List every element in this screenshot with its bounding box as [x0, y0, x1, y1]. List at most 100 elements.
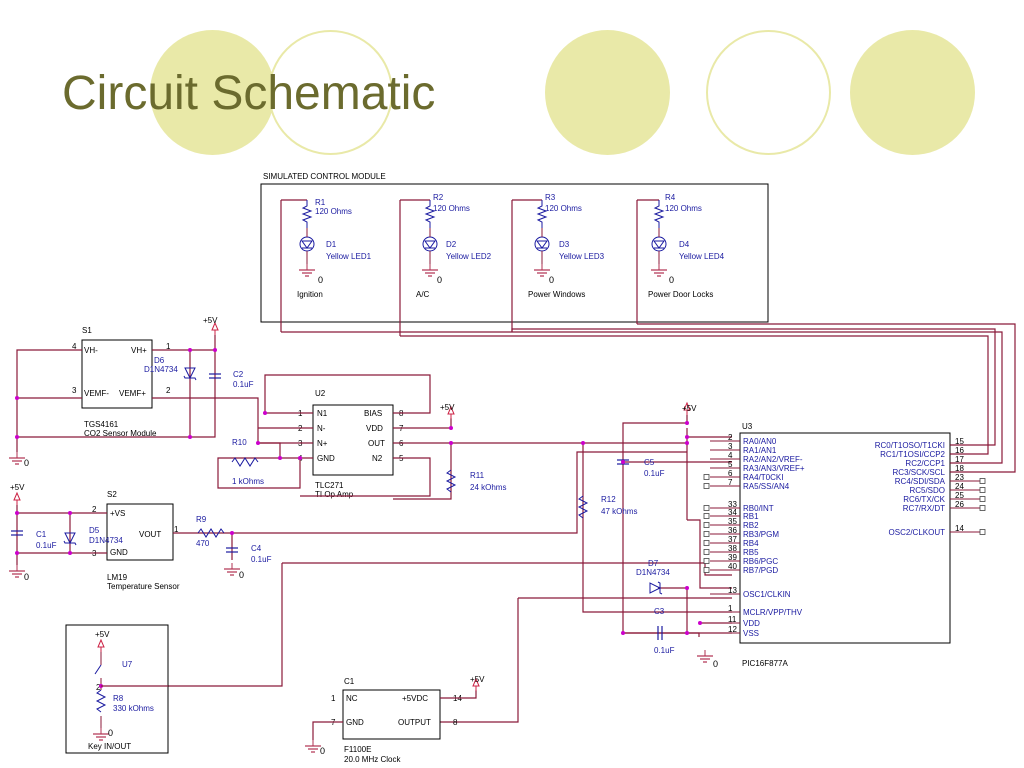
- u3-pin-name: VSS: [743, 629, 759, 638]
- r9-ref: R9: [196, 515, 207, 524]
- gnd-label: 0: [437, 275, 442, 285]
- clock-part: F1100E: [344, 745, 371, 754]
- r3-value: 120 Ohms: [545, 204, 582, 213]
- u2-pin: N1: [317, 409, 328, 418]
- s2-part: LM19: [107, 573, 128, 582]
- u2-part: TLC271: [315, 481, 344, 490]
- decor-circle-3: [850, 30, 975, 155]
- u3-pin-name: OSC2/CLKOUT: [889, 528, 946, 537]
- s1-wiring: [16, 335, 281, 458]
- u3-pin-name: RC0/T1OSO/T1CKI: [875, 441, 945, 450]
- clock-ref: C1: [344, 677, 355, 686]
- u2-pin: OUT: [368, 439, 385, 448]
- d4-value: Yellow LED4: [679, 252, 725, 261]
- r2-value: 120 Ohms: [433, 204, 470, 213]
- u3-pin-name: RA5/SS/AN4: [743, 482, 790, 491]
- key-in-out: +5V U7 2 0 R8 330 kOhms Key IN/OUT: [65, 624, 169, 754]
- u3-pin-num: 12: [728, 625, 737, 634]
- gnd-label: 0: [713, 659, 718, 669]
- u3-nc-terminal: [703, 549, 710, 555]
- u3-pin-num: 17: [955, 455, 964, 464]
- r12-resistor: R12 47 kOhms: [577, 495, 637, 519]
- s1-pin-vemf-plus: VEMF+: [119, 389, 146, 398]
- d1-ref: D1: [326, 240, 337, 249]
- u3-pin-name: RB5: [743, 548, 759, 557]
- r11-ref: R11: [470, 471, 485, 480]
- c1a-value: 0.1uF: [36, 541, 57, 550]
- slide-title: Circuit Schematic: [62, 67, 436, 120]
- u3-pin-name: RB1: [743, 512, 759, 521]
- u3-pin-name: RB7/PGD: [743, 566, 778, 575]
- d6-zener: D6 D1N4734: [144, 356, 197, 381]
- u3-nc-terminal: [703, 505, 710, 511]
- u3-pin-name: RC6/TX/CK: [903, 495, 945, 504]
- u2-pin: VDD: [366, 424, 383, 433]
- u3-pin-num: 23: [955, 473, 964, 482]
- u3-pin-name: RB0/INT: [743, 504, 774, 513]
- c2-ref: C2: [233, 370, 244, 379]
- u3-pin-name: OSC1/CLKIN: [743, 590, 791, 599]
- u3-pin-name: VDD: [743, 619, 760, 628]
- u7-ref: U7: [122, 660, 133, 669]
- channel-power-door-locks: R4 120 Ohms D4 Yellow LED4 0 Power Door …: [636, 193, 725, 324]
- u3-pin-num: 4: [728, 451, 733, 460]
- u3-nc-terminal: [703, 558, 710, 564]
- r8-ref: R8: [113, 694, 124, 703]
- supply-label: +5V: [203, 316, 218, 325]
- s2-temp-sensor: S2 +VS VOUT GND 2 1 3 LM19 Temperature S…: [92, 490, 180, 591]
- r10-resistor: R10 1 kOhms: [231, 438, 264, 486]
- gnd-label: 0: [24, 458, 29, 468]
- u3-pin-num: 3: [728, 442, 733, 451]
- u3-pin-num: 24: [955, 482, 964, 491]
- key-pin-num: 2: [96, 683, 101, 692]
- r3-ref: R3: [545, 193, 556, 202]
- decor-circle-2: [545, 30, 670, 155]
- u3-pin-name: RA1/AN1: [743, 446, 777, 455]
- u3-pin-name: MCLR/VPP/THV: [743, 608, 803, 617]
- c5-ref: C5: [644, 458, 655, 467]
- u3-nc-terminal: [703, 483, 710, 489]
- c3-capacitor: C3 0.1uF: [654, 607, 675, 655]
- u3-pin-num: 38: [728, 544, 737, 553]
- channel-name: Power Windows: [528, 290, 585, 299]
- r4-value: 120 Ohms: [665, 204, 702, 213]
- u3-pin-name: RA4/T0CKI: [743, 473, 783, 482]
- r12-ref: R12: [601, 495, 616, 504]
- clock-oscillator: C1 NC +5VDC GND OUTPUT 1 14 7 8 F1100E 2…: [312, 677, 477, 764]
- u3-nc-terminal: [703, 540, 710, 546]
- c2-value: 0.1uF: [233, 380, 254, 389]
- channel-name: Power Door Locks: [648, 290, 713, 299]
- u3-pin-name: RB6/PGC: [743, 557, 778, 566]
- u3-nc-terminal: [703, 522, 710, 528]
- s2-pin: VOUT: [139, 530, 161, 539]
- channel-ignition: R1 120 Ohms D1 Yellow LED1 0 Ignition: [280, 198, 372, 332]
- clock-pin-num: 8: [453, 718, 458, 727]
- d3-ref: D3: [559, 240, 570, 249]
- s2-pin-num: 2: [92, 505, 97, 514]
- junction-dots: [15, 348, 702, 635]
- u3-nc-terminal: [703, 531, 710, 537]
- s1-co2-sensor: S1 VH- VH+ VEMF- VEMF+ 4 1 3 2 TGS4161 C…: [72, 326, 171, 438]
- u3-pin-num: 7: [728, 478, 733, 487]
- u3-nc-terminal: [703, 513, 710, 519]
- u3-pin-num: 14: [955, 524, 964, 533]
- channel-power-windows: R3 120 Ohms D3 Yellow LED3 0 Power Windo…: [511, 193, 605, 332]
- key-desc: Key IN/OUT: [88, 742, 131, 751]
- c5-value: 0.1uF: [644, 469, 665, 478]
- d5-zener: D5 D1N4734: [63, 526, 123, 546]
- c3-value: 0.1uF: [654, 646, 675, 655]
- clock-pin: GND: [346, 718, 364, 727]
- u3-pin-num: 16: [955, 446, 964, 455]
- d5-ref: D5: [89, 526, 100, 535]
- s1-pin-vh-minus: VH-: [84, 346, 98, 355]
- u3-pin-name: RB3/PGM: [743, 530, 779, 539]
- u2-wiring: [217, 374, 688, 520]
- channel-name: Ignition: [297, 290, 323, 299]
- u3-pin-name: RA0/AN0: [743, 437, 777, 446]
- gnd-label: 0: [320, 746, 325, 756]
- supply-label: +5V: [95, 630, 110, 639]
- decor-circle-1: [150, 30, 275, 155]
- s2-pin: GND: [110, 548, 128, 557]
